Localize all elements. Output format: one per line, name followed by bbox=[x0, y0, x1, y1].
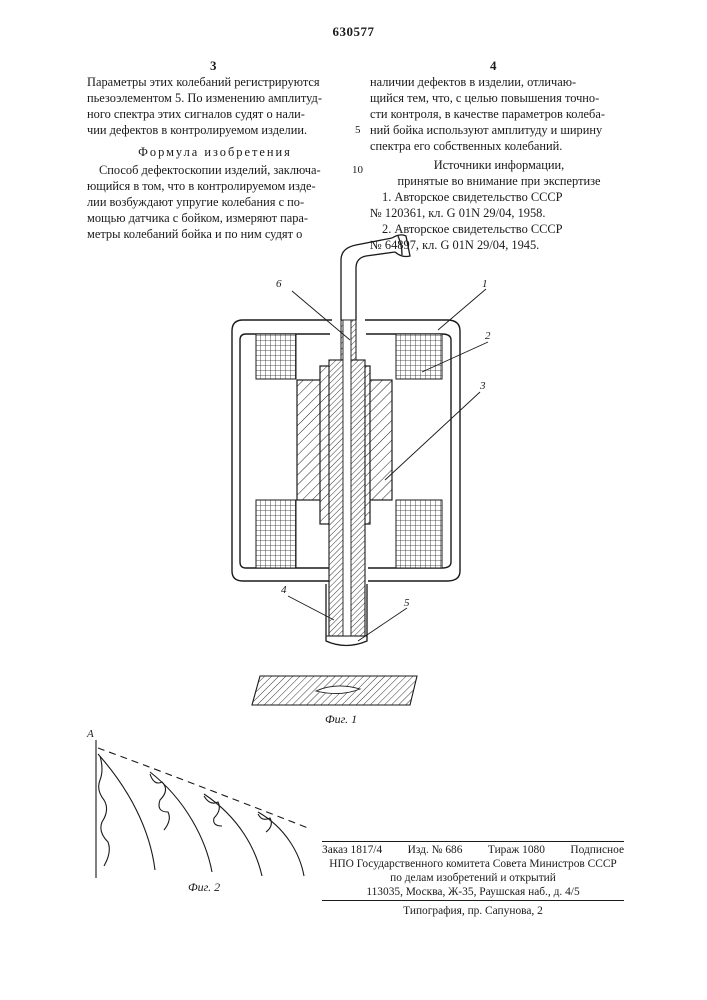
callout-label: 6 bbox=[276, 278, 282, 290]
subscription-type: Подписное bbox=[570, 843, 624, 857]
callout-label: 5 bbox=[404, 597, 410, 609]
axis-label: A bbox=[87, 728, 94, 740]
callout-label: 4 bbox=[281, 584, 287, 596]
figure-2-plot bbox=[96, 740, 308, 878]
order-number: Заказ 1817/4 bbox=[322, 843, 382, 857]
publisher-line: по делам изобретений и открытий bbox=[322, 871, 624, 885]
signal-tube bbox=[341, 235, 410, 320]
imprint-block: Заказ 1817/4 Изд. № 686 Тираж 1080 Подпи… bbox=[322, 841, 624, 918]
callout-label: 3 bbox=[480, 380, 486, 392]
imprint-line-1: Заказ 1817/4 Изд. № 686 Тираж 1080 Подпи… bbox=[322, 841, 624, 857]
print-run: Тираж 1080 bbox=[488, 843, 545, 857]
publisher-address: 113035, Москва, Ж-35, Раушская наб., д. … bbox=[322, 885, 624, 901]
callout-label: 2 bbox=[485, 330, 491, 342]
striker-rod bbox=[326, 320, 367, 646]
figure-1-caption: Фиг. 1 bbox=[325, 712, 357, 727]
test-specimen bbox=[252, 676, 417, 705]
publisher-line: НПО Государственного комитета Совета Мин… bbox=[322, 857, 624, 871]
edition-number: Изд. № 686 bbox=[408, 843, 463, 857]
figure-2-caption: Фиг. 2 bbox=[188, 880, 220, 895]
callout-label: 1 bbox=[482, 278, 488, 290]
printer-line: Типография, пр. Сапунова, 2 bbox=[322, 904, 624, 918]
